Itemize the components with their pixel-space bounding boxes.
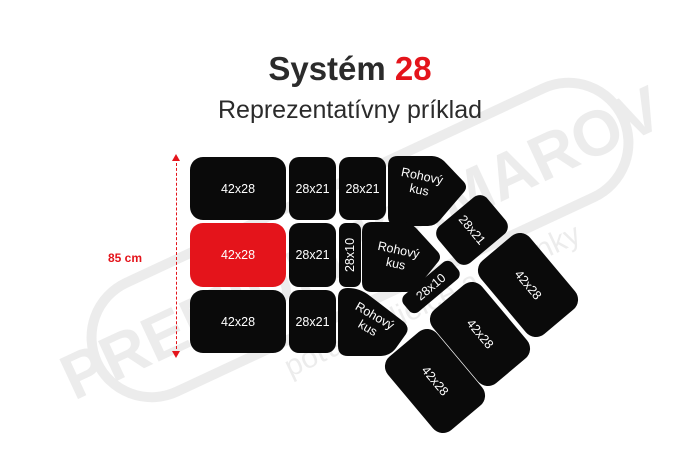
piece-label: 42x28 <box>511 267 545 303</box>
page-subtitle: Reprezentatívny príklad <box>217 96 483 124</box>
piece-label: 28x21 <box>455 212 489 248</box>
piece-rohovy-kus-middle <box>362 222 440 292</box>
piece-28x21-top-1: 28x21 <box>289 157 336 220</box>
piece-label: 42x28 <box>463 316 497 352</box>
piece-label: 28x21 <box>295 181 330 196</box>
title-text: Systém <box>268 50 395 87</box>
piece-label: Rohový kus <box>376 238 421 273</box>
piece-28x21-top-2: 28x21 <box>339 157 386 220</box>
piece-42x28-bottom: 42x28 <box>190 290 286 353</box>
dimension-arrow-up-icon <box>172 154 180 161</box>
piece-label: 42x28 <box>220 314 256 329</box>
piece-label: 42x28 <box>220 248 256 262</box>
piece-label: 42x28 <box>418 363 452 399</box>
piece-rohovy-kus-bottom-label-box: Rohový kus <box>338 290 404 354</box>
piece-label: Rohovýkus <box>397 165 445 201</box>
piece-42x28-top: 42x28 <box>190 157 286 220</box>
piece-28x21-bottom: 28x21 <box>289 290 336 353</box>
piece-42x28-middle: 42x28 <box>190 223 286 287</box>
dimension-arrow-down-icon <box>172 351 180 358</box>
dimension-line <box>176 158 177 354</box>
dimension-label: 85 cm <box>108 251 143 265</box>
piece-label: 28x10 <box>343 237 357 273</box>
piece-label: 28x21 <box>295 248 330 262</box>
piece-label: 28x21 <box>295 314 330 329</box>
piece-label: 28x21 <box>345 181 380 196</box>
piece-rohovy-kus-bottom <box>338 288 408 356</box>
piece-28x10-middle: 28x10 <box>339 223 361 287</box>
piece-label: 42x28 <box>220 181 256 196</box>
piece-28x21-middle: 28x21 <box>289 223 336 287</box>
piece-label: Rohový kus <box>352 299 397 339</box>
title-number: 28 <box>394 50 432 87</box>
piece-rohovy-kus-top: Rohovýkus <box>388 156 466 226</box>
page-title: Systém 28 <box>0 50 700 88</box>
